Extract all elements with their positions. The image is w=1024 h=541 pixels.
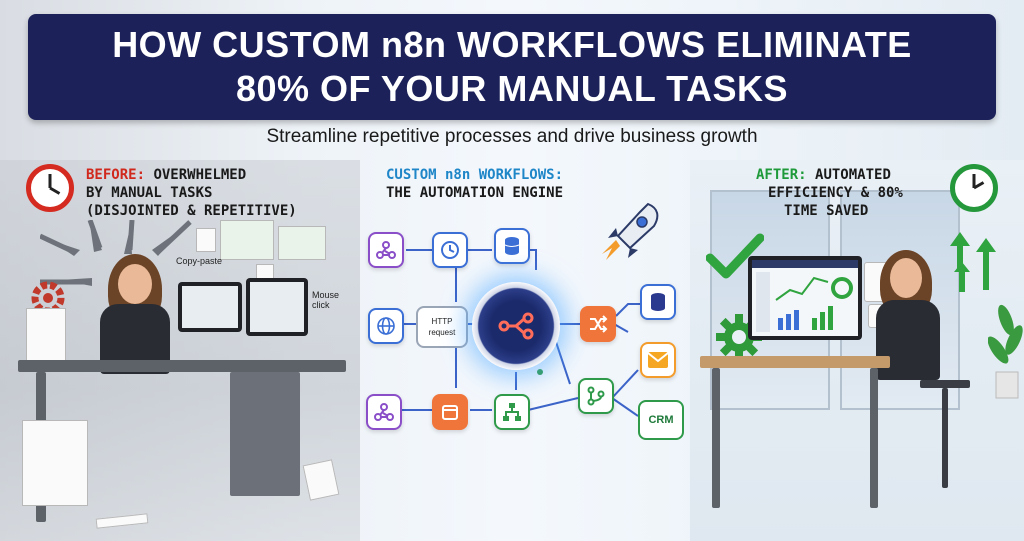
- center-line-2: THE AUTOMATION ENGINE: [386, 185, 564, 201]
- clock-icon: [441, 241, 459, 259]
- before-heading: BEFORE: OVERWHELMED BY MANUAL TASKS (DIS…: [86, 166, 297, 220]
- dashboard-monitor: [748, 256, 862, 340]
- database-output-node: [640, 284, 676, 320]
- database-icon: [504, 237, 520, 255]
- http-request-node: HTTP request: [416, 306, 468, 348]
- before-line-1: OVERWHELMED: [153, 167, 247, 183]
- title-line-1: HOW CUSTOM n8n WORKFLOWS ELIMINATE: [112, 24, 912, 65]
- before-scene: Copy-paste Mouse click: [0, 220, 360, 541]
- happy-worker-head: [890, 258, 922, 298]
- paper-on-floor: [302, 459, 340, 501]
- mouse-click-label: Mouse click: [312, 290, 340, 310]
- paper-pile: [22, 420, 88, 506]
- happy-worker-body: [876, 300, 940, 380]
- plant-icon: [988, 304, 1023, 399]
- checkmark-icon: [706, 233, 764, 279]
- calendar-icon: [442, 405, 458, 420]
- center-line-1: CUSTOM n8n WORKFLOWS:: [386, 167, 564, 183]
- webhook-node-2: [366, 394, 402, 430]
- webhook-node: [368, 232, 404, 268]
- center-heading: CUSTOM n8n WORKFLOWS: THE AUTOMATION ENG…: [386, 166, 563, 202]
- office-chair-stem: [942, 388, 948, 488]
- desk-leg: [870, 368, 878, 508]
- monitor: [178, 282, 242, 332]
- web-node: [368, 308, 404, 344]
- spreadsheet-paper: [220, 220, 274, 260]
- desk-top: [18, 360, 346, 372]
- n8n-gear-engine: [472, 282, 560, 370]
- database-node: [494, 228, 530, 264]
- paper-stack: [26, 308, 66, 362]
- git-branch-icon: [587, 386, 605, 406]
- after-line-2: EFFICIENCY & 80%: [768, 185, 903, 201]
- workflow-connectors: [400, 249, 650, 417]
- green-clock-icon: [950, 164, 998, 212]
- crm-node: CRM: [638, 400, 684, 440]
- after-line-1: AUTOMATED: [815, 167, 891, 183]
- before-line-2: BY MANUAL TASKS: [86, 185, 213, 201]
- rocket-icon: [602, 202, 659, 260]
- email-node: [640, 342, 676, 378]
- after-office-background: [690, 160, 1024, 541]
- switch-node: [580, 306, 616, 342]
- after-heading: AFTER: AUTOMATED EFFICIENCY & 80% TIME S…: [756, 166, 903, 220]
- scattered-arrows-icon: [40, 220, 192, 286]
- before-prefix: BEFORE:: [86, 167, 146, 183]
- before-line-3: (DISJOINTED & REPETITIVE): [86, 203, 297, 219]
- mail-icon: [647, 352, 669, 368]
- after-prefix: AFTER:: [756, 167, 807, 183]
- monitor: [246, 278, 308, 336]
- title-line-2: 80% OF YOUR MANUAL TASKS: [235, 68, 789, 109]
- stressed-worker-head: [118, 264, 152, 304]
- after-line-3: TIME SAVED: [784, 203, 869, 219]
- globe-icon: [377, 317, 395, 335]
- paper-on-floor: [95, 513, 149, 529]
- spreadsheet-paper: [278, 226, 326, 260]
- calendar-node: [432, 394, 468, 430]
- copy-paste-label: Copy-paste: [176, 256, 223, 266]
- red-clock-icon: [26, 164, 74, 212]
- sitemap-node: [494, 394, 530, 430]
- n8n-logo-icon: [498, 312, 534, 340]
- growth-arrows-icon: [950, 232, 996, 292]
- dashboard-charts: [752, 260, 858, 332]
- webhook-icon: [376, 241, 396, 259]
- document-icon: [196, 228, 216, 252]
- title-banner: HOW CUSTOM n8n WORKFLOWS ELIMINATE 80% O…: [28, 14, 996, 120]
- shuffle-icon: [590, 315, 608, 333]
- database-icon: [651, 293, 665, 311]
- webhook-icon: [374, 403, 394, 421]
- wood-desk-top: [700, 356, 890, 368]
- schedule-node: [432, 232, 468, 268]
- branch-node: [578, 378, 614, 414]
- desk-leg: [712, 368, 720, 508]
- subtitle: Streamline repetitive processes and driv…: [266, 126, 758, 147]
- desk-drawer: [230, 372, 300, 496]
- sitemap-icon: [503, 403, 521, 421]
- office-chair: [920, 380, 970, 388]
